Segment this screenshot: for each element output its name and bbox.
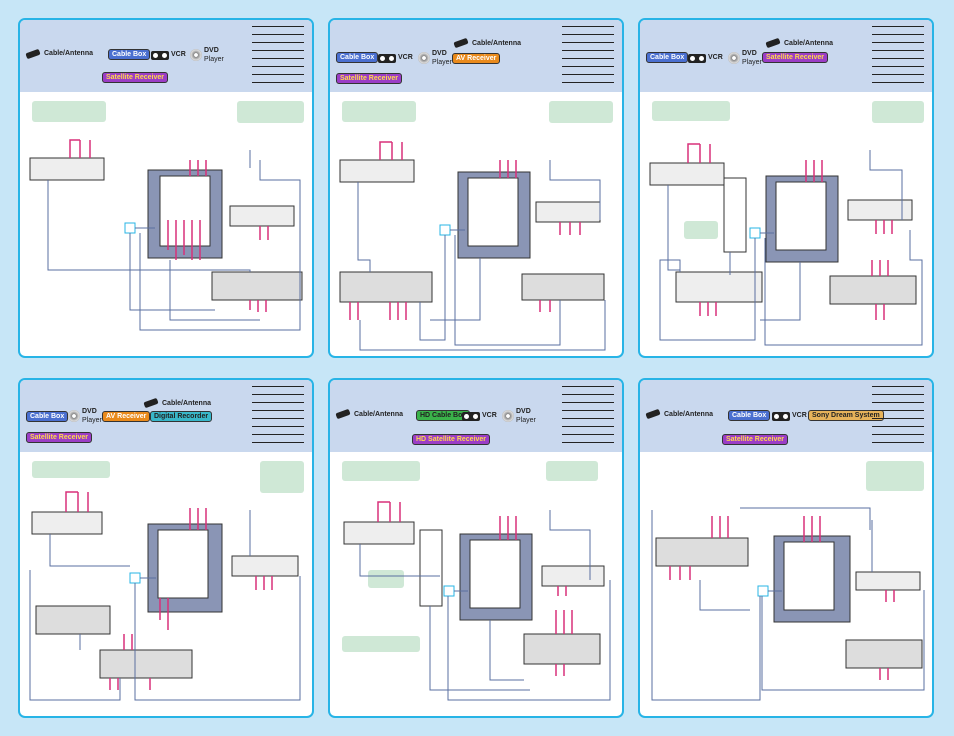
label-cable-antenna: Cable/Antenna — [354, 411, 404, 418]
label-dvd: DVD — [432, 50, 447, 57]
checklist-lines — [252, 26, 304, 90]
note-box — [549, 101, 613, 123]
note-box — [32, 101, 106, 122]
checklist-lines — [252, 386, 304, 450]
label-cable-antenna: Cable/Antenna — [664, 411, 714, 418]
note-box — [342, 461, 420, 481]
dvd-disc-icon — [190, 49, 202, 61]
badge-satellite-receiver: Satellite Receiver — [762, 52, 828, 63]
wiring-diagram — [649, 143, 923, 346]
diagram-panel-2: Cable/Antenna Cable Box VCR DVD Player A… — [328, 18, 624, 358]
diagram-panel-3: Cable/Antenna Cable Box VCR DVD Player S… — [638, 18, 934, 358]
label-dvd: DVD — [204, 47, 219, 54]
label-player: Player — [432, 59, 452, 66]
badge-digital-recorder: Digital Recorder — [150, 411, 213, 422]
badge-cable-box: Cable Box — [108, 49, 151, 60]
panel-header: Cable/Antenna Cable Box VCR DVD Player S… — [640, 20, 932, 92]
label-cable-antenna: Cable/Antenna — [162, 400, 212, 407]
wiring-diagram — [651, 507, 925, 701]
label-vcr: VCR — [482, 412, 497, 419]
vcr-icon — [378, 54, 396, 63]
note-box — [684, 221, 718, 239]
badge-cable-box: Cable Box — [728, 410, 771, 421]
label-dvd: DVD — [516, 408, 531, 415]
badge-satellite-receiver: Satellite Receiver — [722, 434, 788, 445]
badge-av-receiver: AV Receiver — [102, 411, 151, 422]
label-player: Player — [742, 59, 762, 66]
panel-header: Cable/Antenna Cable Box VCR DVD Player A… — [330, 20, 622, 92]
badge-cable-box: Cable Box — [26, 411, 69, 422]
note-box — [546, 461, 598, 481]
wiring-diagram — [339, 141, 606, 351]
checklist-lines — [562, 386, 614, 450]
label-cable-antenna: Cable/Antenna — [472, 40, 522, 47]
note-box — [342, 101, 416, 122]
wiring-diagram — [29, 491, 301, 701]
vcr-icon — [151, 51, 169, 60]
note-box — [368, 570, 404, 588]
diagram-panel-6: Cable/Antenna Cable Box VCR Sony Dream S… — [638, 378, 934, 718]
label-player: Player — [82, 417, 102, 424]
note-box — [260, 461, 304, 493]
dvd-disc-icon — [418, 52, 430, 64]
note-box — [872, 101, 924, 123]
note-box — [652, 101, 730, 121]
label-cable-antenna: Cable/Antenna — [44, 50, 94, 57]
panel-header: Cable/Antenna Cable Box VCR DVD Player S… — [20, 20, 312, 92]
label-dvd: DVD — [82, 408, 97, 415]
note-box — [866, 461, 924, 491]
label-vcr: VCR — [792, 412, 807, 419]
label-dvd: DVD — [742, 50, 757, 57]
badge-sony-dream-system: Sony Dream System — [808, 410, 884, 421]
vcr-icon — [772, 412, 790, 421]
diagram-panel-1: Cable/Antenna Cable Box VCR DVD Player S… — [18, 18, 314, 358]
badge-satellite-receiver: Satellite Receiver — [336, 73, 402, 84]
diagram-panel-4: Cable/Antenna Cable Box DVD Player AV Re… — [18, 378, 314, 718]
label-vcr: VCR — [171, 51, 186, 58]
badge-cable-box: Cable Box — [336, 52, 379, 63]
wiring-diagram — [343, 501, 611, 701]
checklist-lines — [562, 26, 614, 90]
note-box — [32, 461, 110, 478]
panel-header: Cable/Antenna Cable Box DVD Player AV Re… — [20, 380, 312, 452]
dvd-disc-icon — [68, 410, 80, 422]
label-vcr: VCR — [708, 54, 723, 61]
note-box — [342, 636, 420, 652]
badge-cable-box: Cable Box — [646, 52, 689, 63]
checklist-lines — [872, 26, 924, 90]
note-box — [237, 101, 304, 123]
vcr-icon — [462, 412, 480, 421]
label-cable-antenna: Cable/Antenna — [784, 40, 834, 47]
dvd-disc-icon — [502, 410, 514, 422]
wiring-diagram — [29, 139, 303, 331]
checklist-lines — [872, 386, 924, 450]
panel-header: Cable/Antenna HD Cable Box VCR DVD Playe… — [330, 380, 622, 452]
badge-av-receiver: AV Receiver — [452, 53, 501, 64]
badge-satellite-receiver: Satellite Receiver — [26, 432, 92, 443]
panel-header: Cable/Antenna Cable Box VCR Sony Dream S… — [640, 380, 932, 452]
vcr-icon — [688, 54, 706, 63]
badge-satellite-receiver: Satellite Receiver — [102, 72, 168, 83]
label-player: Player — [204, 56, 224, 63]
label-player: Player — [516, 417, 536, 424]
dvd-disc-icon — [728, 52, 740, 64]
diagram-panel-5: Cable/Antenna HD Cable Box VCR DVD Playe… — [328, 378, 624, 718]
label-vcr: VCR — [398, 54, 413, 61]
badge-hd-satellite-receiver: HD Satellite Receiver — [412, 434, 491, 445]
